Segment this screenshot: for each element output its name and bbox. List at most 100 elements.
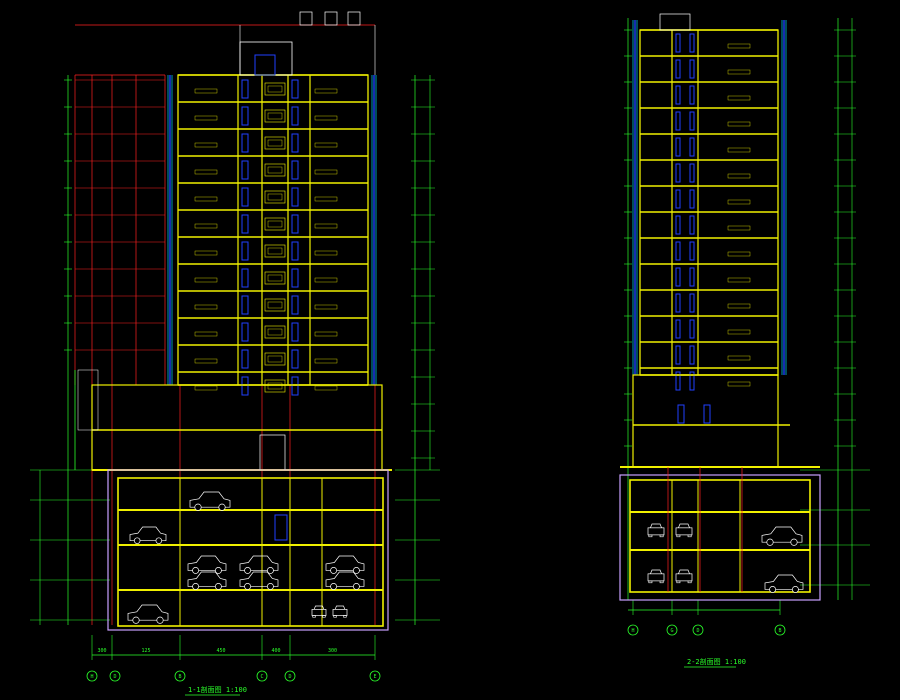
- podium-canopy: [77, 369, 99, 431]
- room-tag: [727, 251, 751, 257]
- car-body: [189, 491, 231, 508]
- core-door: [241, 295, 249, 315]
- car-front-roof: [334, 605, 346, 610]
- grid-bubble: H: [627, 624, 639, 636]
- roof-vent: [347, 11, 361, 26]
- s1-tower-floors: [167, 11, 377, 396]
- podium-door: [677, 404, 685, 424]
- core-door: [689, 85, 695, 105]
- car-wheel: [769, 586, 776, 593]
- core-door: [689, 59, 695, 79]
- car: [187, 571, 227, 590]
- car-body: [239, 571, 279, 587]
- core-door: [291, 295, 299, 315]
- room-tag: [314, 277, 338, 283]
- car-body: [127, 604, 169, 621]
- room-tag: [194, 304, 218, 310]
- elevator-box: [264, 271, 286, 285]
- room-tag: [194, 88, 218, 94]
- room-tag: [727, 225, 751, 231]
- car-body: [325, 555, 365, 571]
- room-tag: [194, 385, 218, 391]
- core-door: [241, 214, 249, 234]
- core-door: [675, 33, 681, 53]
- core-door: [241, 133, 249, 153]
- core-door: [675, 111, 681, 131]
- room-tag: [314, 115, 338, 121]
- elevator-inner: [267, 274, 283, 282]
- elevator-box: [264, 82, 286, 96]
- car-body: [764, 574, 804, 590]
- car-wheel: [155, 537, 163, 544]
- grid-bubble-label: D: [288, 674, 291, 680]
- core-door: [241, 160, 249, 180]
- elevator-inner: [267, 166, 283, 174]
- elevator-box: [264, 325, 286, 339]
- car-wheel: [267, 583, 274, 590]
- core-door: [675, 85, 681, 105]
- grid-bubble-circle: [86, 670, 98, 682]
- room-tag: [194, 115, 218, 121]
- car-wheel: [215, 583, 222, 590]
- grid-bubble-label: E: [373, 674, 376, 680]
- podium-outline: [632, 374, 779, 468]
- car-wheel: [790, 538, 798, 546]
- s2-dimension-lines: [624, 18, 870, 615]
- room-tag: [727, 303, 751, 309]
- car-front-wheel: [659, 534, 664, 538]
- car-front-roof: [650, 569, 662, 574]
- car-wheel: [215, 567, 222, 574]
- dim-bottom-text: 300: [97, 648, 106, 654]
- car-front: [647, 569, 665, 584]
- car-front-roof: [678, 569, 690, 574]
- podium-door: [259, 434, 286, 471]
- core-door: [675, 189, 681, 209]
- core-door: [291, 349, 299, 369]
- car-front: [675, 569, 693, 584]
- car-front: [647, 523, 665, 538]
- car-front-roof: [313, 605, 325, 610]
- core-door: [675, 215, 681, 235]
- elevator-inner: [267, 193, 283, 201]
- car-front-roof: [650, 523, 662, 528]
- room-tag: [314, 385, 338, 391]
- podium-outline: [91, 384, 383, 471]
- car: [127, 604, 169, 624]
- room-tag: [194, 358, 218, 364]
- car-front-wheel: [687, 580, 692, 584]
- grid-bubble-label: H: [631, 628, 634, 634]
- core-door: [689, 33, 695, 53]
- car-wheel: [156, 616, 164, 624]
- elevator-inner: [267, 382, 283, 390]
- car-front-roof: [678, 523, 690, 528]
- car: [325, 571, 365, 590]
- core-door: [689, 345, 695, 365]
- room-tag: [314, 88, 338, 94]
- core-door: [675, 59, 681, 79]
- car-front-wheel: [676, 534, 681, 538]
- elevator-box: [264, 217, 286, 231]
- room-tag: [727, 329, 751, 335]
- elevator-box: [264, 163, 286, 177]
- core-door: [241, 79, 249, 99]
- grid-bubble: H: [86, 670, 98, 682]
- s1-parking-cars: [127, 491, 365, 624]
- room-tag: [727, 381, 751, 387]
- elevator-inner: [267, 139, 283, 147]
- dim-bottom-text: 400: [271, 648, 280, 654]
- grid-bubble: B: [774, 624, 786, 636]
- car-body: [129, 526, 167, 542]
- room-tag: [727, 147, 751, 153]
- roof-machine-room: [659, 13, 691, 31]
- grid-bubble-circle: [174, 670, 186, 682]
- podium-door: [703, 404, 711, 424]
- car: [187, 555, 227, 574]
- core-door: [241, 376, 249, 396]
- room-tag: [194, 331, 218, 337]
- grid-bubble: E: [369, 670, 381, 682]
- grid-bubble-label: C: [260, 674, 263, 680]
- grid-bubble-label: H: [90, 674, 93, 680]
- room-tag: [727, 95, 751, 101]
- room-tag: [194, 196, 218, 202]
